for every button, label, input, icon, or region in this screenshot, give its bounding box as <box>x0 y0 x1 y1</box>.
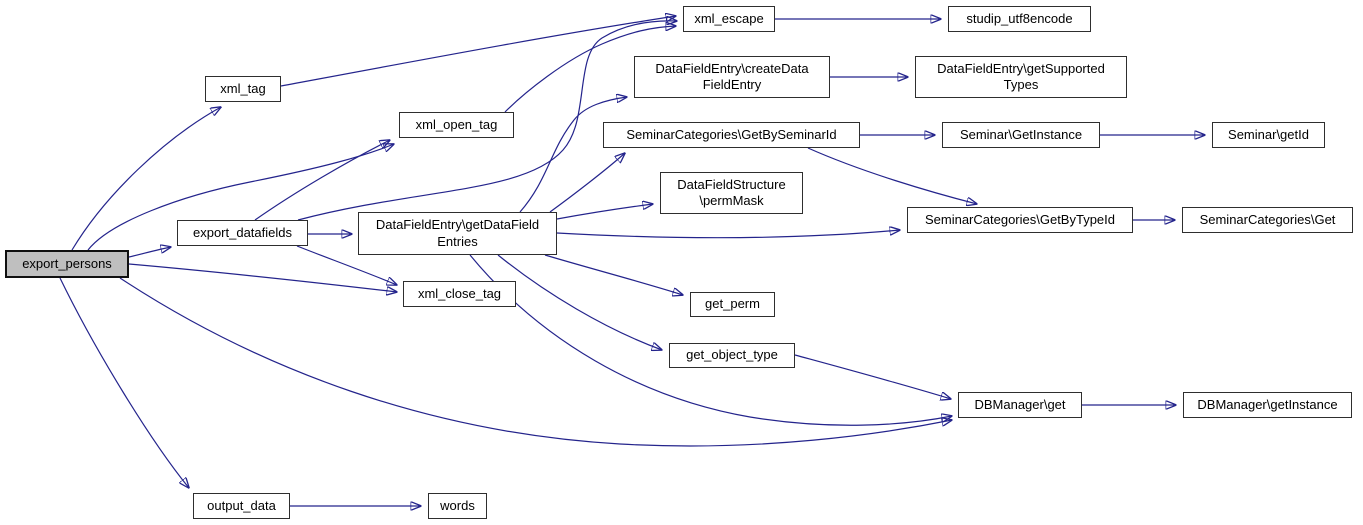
edge-export_datafields-xml_open_tag <box>254 140 390 221</box>
node-studip-utf8encode[interactable]: studip_utf8encode <box>948 6 1091 32</box>
edge-xml_tag-xml_escape <box>280 16 676 87</box>
node-xml-tag[interactable]: xml_tag <box>205 76 281 102</box>
edge-export_persons-DBManagerGet <box>119 277 952 447</box>
node-datafieldentry-getsupportedtypes[interactable]: DataFieldEntry\getSupported Types <box>915 56 1127 98</box>
edge-xml_open_tag-xml_escape <box>504 26 676 113</box>
node-get-object-type[interactable]: get_object_type <box>669 343 795 368</box>
node-words[interactable]: words <box>428 493 487 519</box>
node-seminarcategories-get[interactable]: SeminarCategories\Get <box>1182 207 1353 233</box>
edge-get_object_type-DBManagerGet <box>794 354 951 399</box>
edge-getDataFieldEntries-GetByTypeId <box>556 230 900 239</box>
node-xml-escape[interactable]: xml_escape <box>683 6 775 32</box>
edge-getDataFieldEntries-GetBySeminarId <box>549 153 625 213</box>
node-seminarcategories-getbyseminarid[interactable]: SeminarCategories\GetBySeminarId <box>603 122 860 148</box>
edge-getDataFieldEntries-DBManagerGet <box>469 254 952 426</box>
node-dbmanager-get[interactable]: DBManager\get <box>958 392 1082 418</box>
node-seminar-getid[interactable]: Seminar\getId <box>1212 122 1325 148</box>
node-export-persons: export_persons <box>5 250 129 278</box>
node-dbmanager-getinstance[interactable]: DBManager\getInstance <box>1183 392 1352 418</box>
edge-getDataFieldEntries-get_object_type <box>497 254 662 350</box>
edge-export_datafields-xml_escape <box>297 21 677 221</box>
edge-getDataFieldEntries-get_perm <box>544 254 683 295</box>
edge-getDataFieldEntries-permMask <box>556 204 653 220</box>
edge-export_persons-xml_close_tag <box>128 263 397 292</box>
edge-getDataFieldEntries-createDataFieldEntry <box>519 97 627 213</box>
node-seminar-getinstance[interactable]: Seminar\GetInstance <box>942 122 1100 148</box>
edge-GetBySeminarId-GetByTypeId <box>807 147 977 204</box>
node-seminarcategories-getbytypeid[interactable]: SeminarCategories\GetByTypeId <box>907 207 1133 233</box>
node-export-datafields[interactable]: export_datafields <box>177 220 308 246</box>
node-get-perm[interactable]: get_perm <box>690 292 775 317</box>
edge-export_persons-xml_tag <box>71 107 221 251</box>
node-datafieldentry-createdatafieldentry[interactable]: DataFieldEntry\createData FieldEntry <box>634 56 830 98</box>
edge-export_datafields-xml_close_tag <box>296 245 397 285</box>
node-datafieldentry-getdatafieldentries[interactable]: DataFieldEntry\getDataField Entries <box>358 212 557 255</box>
edge-export_persons-export_datafields <box>128 247 171 258</box>
node-datafieldstructure-permmask[interactable]: DataFieldStructure \permMask <box>660 172 803 214</box>
node-xml-close-tag[interactable]: xml_close_tag <box>403 281 516 307</box>
node-xml-open-tag[interactable]: xml_open_tag <box>399 112 514 138</box>
node-output-data[interactable]: output_data <box>193 493 290 519</box>
edge-export_persons-output_data <box>59 277 189 488</box>
